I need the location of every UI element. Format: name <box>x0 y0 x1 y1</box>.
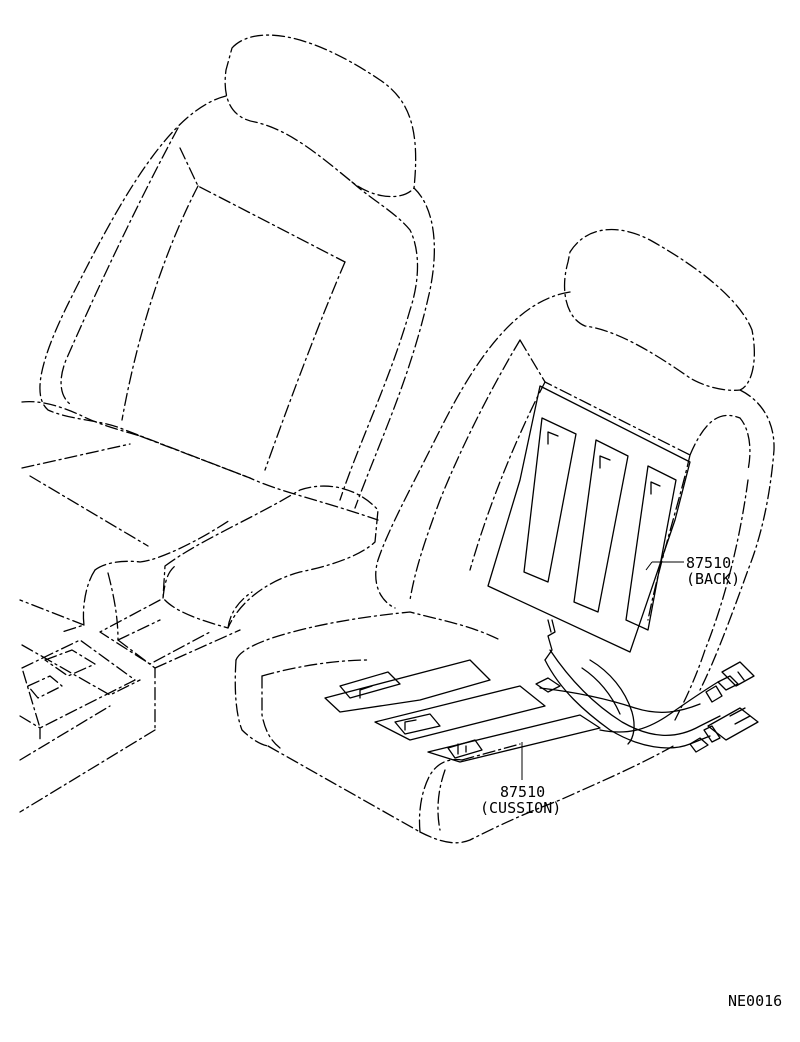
callout-cushion: 87510 (CUSSION) <box>480 742 561 817</box>
seat-cushion-heater <box>324 659 601 763</box>
right-seat-outline <box>234 228 775 844</box>
part-name-back: (BACK) <box>686 570 740 588</box>
part-number-back: 87510 <box>686 554 731 572</box>
left-seat-outline <box>21 34 435 547</box>
callout-back: 87510 (BACK) <box>645 554 740 588</box>
center-console-outline <box>19 485 379 813</box>
part-number-cushion: 87510 <box>500 783 545 801</box>
part-name-cushion: (CUSSION) <box>480 799 561 817</box>
wire-harness <box>535 649 759 753</box>
leader-tip-back <box>645 561 653 571</box>
seat-back-heater <box>487 385 691 661</box>
figure-code: NE0016 <box>728 992 782 1010</box>
